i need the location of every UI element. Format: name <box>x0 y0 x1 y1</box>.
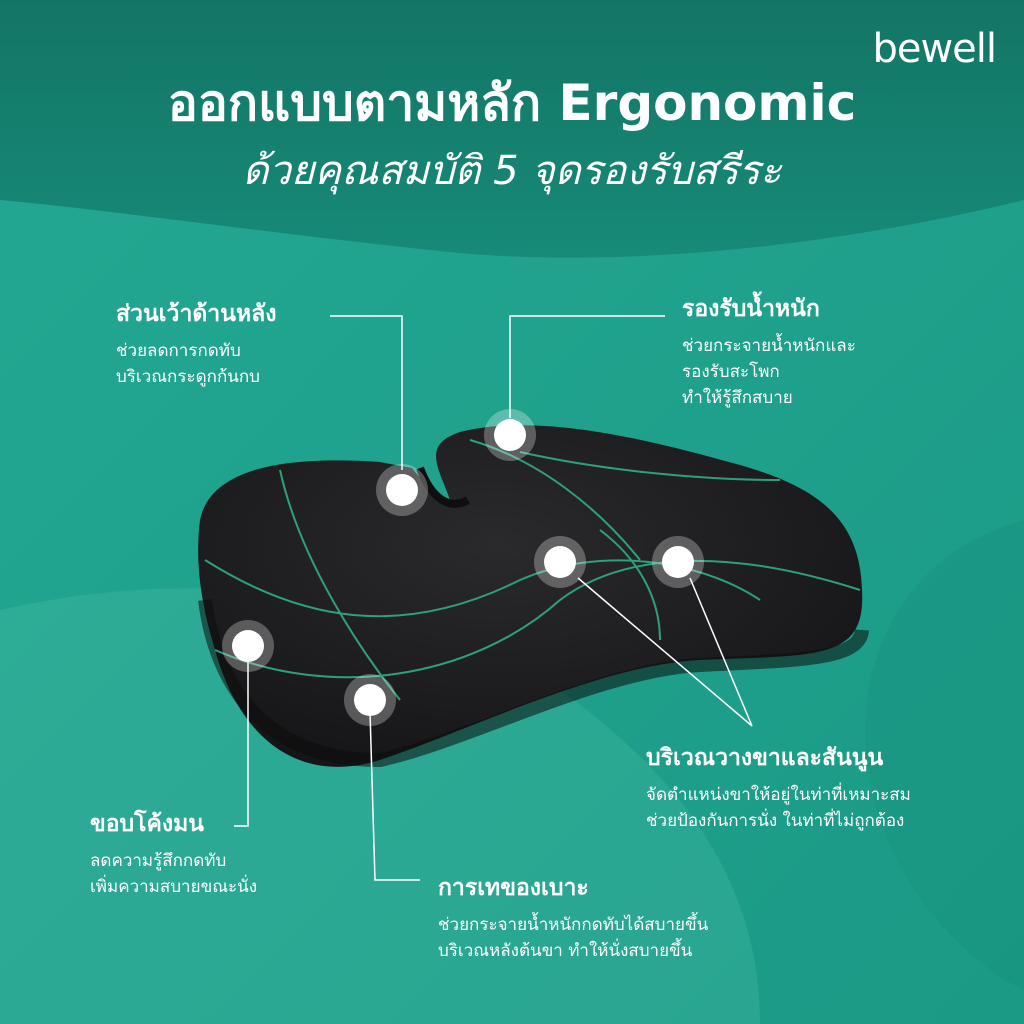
background-swirl-right <box>865 520 1024 990</box>
leader-tilt <box>369 711 420 881</box>
cushion-body <box>198 425 863 767</box>
marker-leg-center <box>534 536 586 588</box>
callout-description: ลดความรู้สึกกดทับ เพิ่มความสบายขณะนั่ง <box>90 848 257 900</box>
page-title: ออกแบบตามหลัก Ergonomic <box>167 74 857 132</box>
callout-line: ช่วยป้องกันการนั่ง ในท่าที่ไม่ถูกต้อง <box>646 811 905 831</box>
leader-back <box>330 315 403 470</box>
leader-edge <box>234 662 249 827</box>
callout-rounded-edge: ขอบโค้งมน ลดความรู้สึกกดทับ เพิ่มความสบา… <box>90 806 257 900</box>
callout-line: ช่วยลดการกดทับ <box>116 341 241 361</box>
header-band <box>0 0 1024 258</box>
callout-description: ช่วยกระจายน้ำหนักและ รองรับสะโพก ทำให้รู… <box>682 333 856 411</box>
marker-leg-right <box>652 536 704 588</box>
callout-line: ช่วยกระจายน้ำหนักกดทับได้สบายขึ้น <box>438 915 709 935</box>
cushion-side <box>198 599 869 768</box>
marker-tilt <box>344 674 396 726</box>
callout-title: รองรับน้ำหนัก <box>682 296 820 322</box>
coccyx-cutout <box>416 466 470 508</box>
callout-title: การเทของเบาะ <box>438 875 589 901</box>
callout-back-recess: ส่วนเว้าด้านหลัง ช่วยลดการกดทับ บริเวณกร… <box>116 296 276 390</box>
callout-description: ช่วยกระจายน้ำหนักกดทับได้สบายขึ้น บริเวณ… <box>438 912 708 964</box>
callout-weight-support: รองรับน้ำหนัก ช่วยกระจายน้ำหนักและ รองรั… <box>682 291 856 411</box>
leader-leg-2 <box>689 577 753 727</box>
callout-title: ส่วนเว้าด้านหลัง <box>116 301 277 327</box>
callout-line: บริเวณหลังต้นขา ทำให้นั่งสบายขึ้น <box>438 941 693 961</box>
callout-line: ทำให้รู้สึกสบาย <box>682 388 793 408</box>
callout-title: บริเวณวางขาและสันนูน <box>646 745 884 771</box>
callout-line: ช่วยกระจายน้ำหนักและ <box>682 336 856 356</box>
callout-title: ขอบโค้งมน <box>90 811 204 837</box>
callout-line: เพิ่มความสบายขณะนั่ง <box>90 877 258 897</box>
marker-edge <box>222 620 274 672</box>
leader-lines <box>234 315 753 881</box>
callout-line: บริเวณกระดูกก้นกบ <box>116 367 260 387</box>
callout-leg-area: บริเวณวางขาและสันนูน จัดตำแหน่งขาให้อยู่… <box>646 740 911 834</box>
leader-weight <box>509 315 665 418</box>
callout-description: ช่วยลดการกดทับ บริเวณกระดูกก้นกบ <box>116 338 276 390</box>
seat-cushion <box>198 425 869 768</box>
callout-description: จัดตำแหน่งขาให้อยู่ในท่าที่เหมาะสม ช่วยป… <box>646 782 911 834</box>
background-swirl <box>0 588 760 1024</box>
marker-back <box>376 464 428 516</box>
callout-line: ลดความรู้สึกกดทับ <box>90 851 227 871</box>
brand-logo: bewell <box>872 26 997 72</box>
callout-seat-tilt: การเทของเบาะ ช่วยกระจายน้ำหนักกดทับได้สบ… <box>438 870 708 964</box>
markers <box>222 409 704 726</box>
leader-leg-1 <box>577 577 753 727</box>
marker-weight <box>484 409 536 461</box>
page-subtitle: ด้วยคุณสมบัติ 5 จุดรองรับสรีระ <box>242 148 782 194</box>
callout-line: รองรับสะโพก <box>682 362 780 382</box>
callout-line: จัดตำแหน่งขาให้อยู่ในท่าที่เหมาะสม <box>646 785 911 805</box>
